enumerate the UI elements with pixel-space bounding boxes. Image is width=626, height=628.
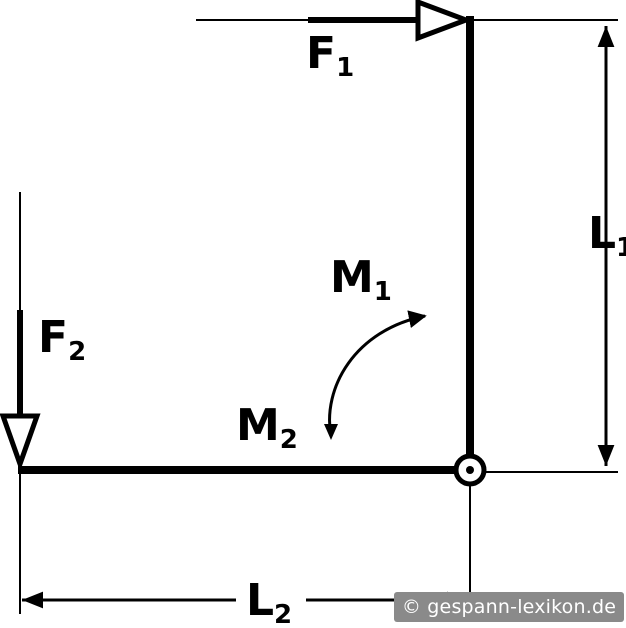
m1-label: M1 [330, 252, 392, 307]
f2-label: F2 [38, 312, 86, 367]
pivot-center-dot-icon [466, 466, 474, 474]
l2-label: L2 [246, 575, 292, 628]
f1-label: F1 [306, 28, 354, 83]
l1-label: L1 [588, 208, 626, 263]
copyright-badge: © gespann-lexikon.de [394, 592, 624, 622]
moment-arc-tail-arrowhead-icon [324, 424, 338, 440]
moment-arc-arrow-icon [328, 310, 427, 437]
f1-arrowhead-icon [415, 0, 474, 42]
f2-arrowhead-icon [0, 413, 41, 472]
m2-label: M2 [236, 400, 298, 455]
copyright-text: © gespann-lexikon.de [401, 596, 617, 618]
